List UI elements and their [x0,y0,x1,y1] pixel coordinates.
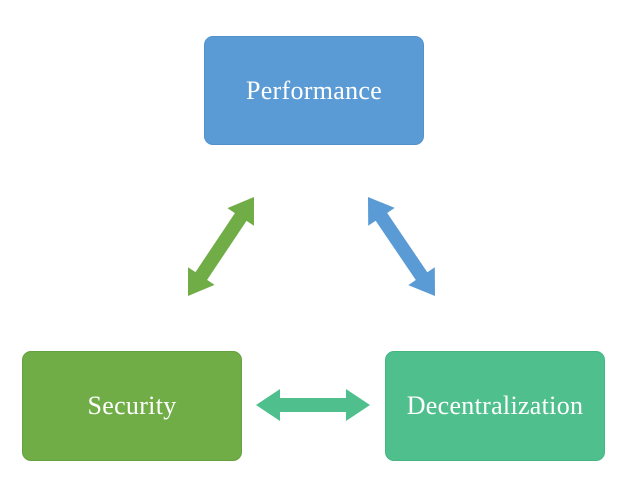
security-performance-arrow [188,197,254,296]
security-decentralization-arrow [256,389,370,421]
performance-decentralization-arrow [368,197,435,296]
performance-label: Performance [245,75,383,105]
decentralization-label: Decentralization [406,391,584,420]
security-label: Security [87,391,177,420]
decentralization-node: Decentralization [385,351,605,461]
security-node: Security [22,351,242,461]
performance-node: Performance [204,36,424,145]
